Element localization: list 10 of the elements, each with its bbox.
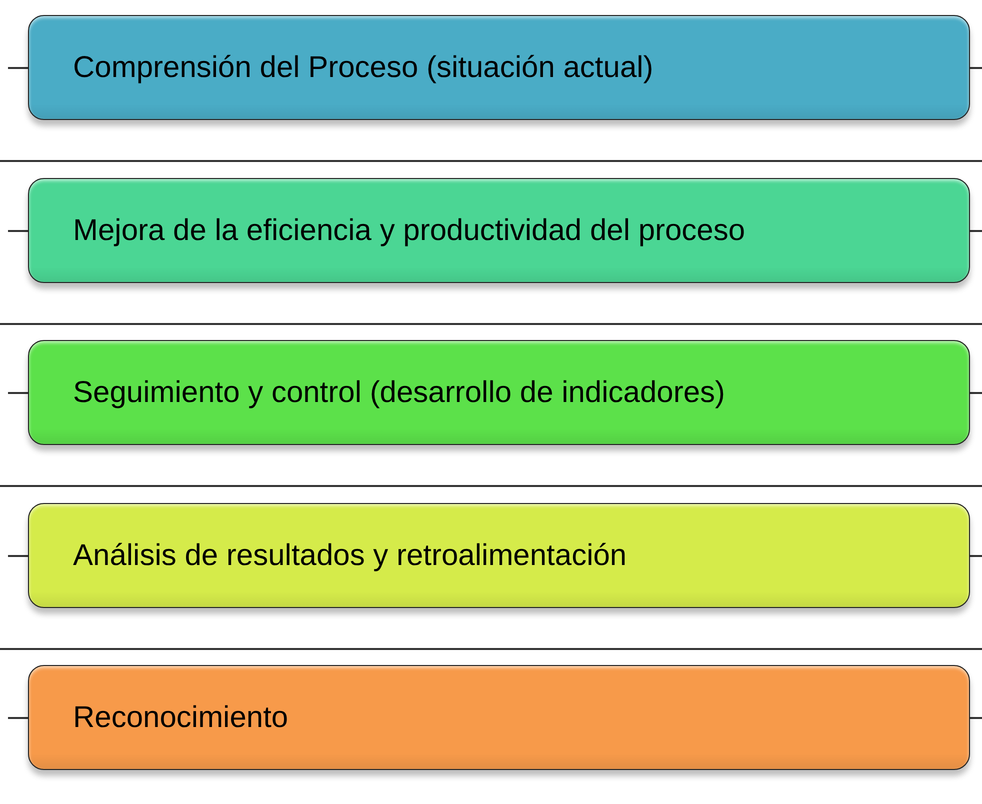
step-box	[28, 178, 970, 283]
step-box	[28, 340, 970, 445]
step-box	[28, 665, 970, 770]
step-box	[28, 15, 970, 120]
step-box	[28, 503, 970, 608]
step-label: Mejora de la eficiencia y productividad del proceso	[73, 214, 746, 248]
step-label: Comprensión del Proceso (situación actual)	[73, 50, 654, 84]
step-label: Análisis de resultados y retroalimentación	[73, 538, 627, 572]
step-label: Seguimiento y control (desarrollo de indicadores)	[73, 376, 726, 410]
step-label: Reconocimiento	[73, 700, 288, 734]
